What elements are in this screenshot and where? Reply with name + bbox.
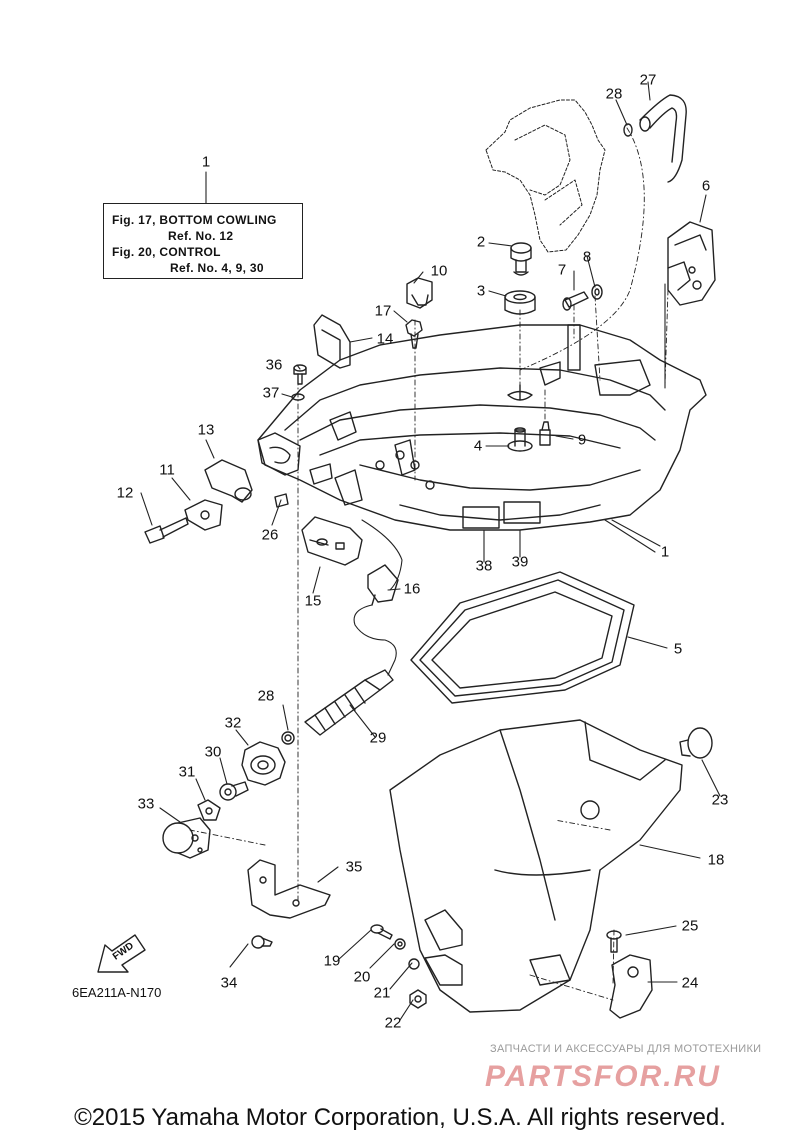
watermark-logo: PARTSFOR.RU xyxy=(485,1060,721,1093)
callout-10: 10 xyxy=(430,262,448,280)
callout-29: 29 xyxy=(369,729,387,747)
part-28-clip-top xyxy=(623,123,633,137)
callout-5: 5 xyxy=(673,640,683,658)
callout-7: 7 xyxy=(557,261,567,279)
part-36-screw xyxy=(293,364,307,385)
part-23-grommet xyxy=(679,727,713,759)
part-17-fastener xyxy=(405,319,423,349)
ref-line-3: Fig. 20, CONTROL xyxy=(112,245,221,259)
part-9-fitting xyxy=(539,421,551,446)
cable xyxy=(353,604,397,676)
part-10-plug xyxy=(406,277,433,309)
callout-16: 16 xyxy=(403,580,421,598)
part-29-cable-boot xyxy=(304,669,394,736)
callout-20: 20 xyxy=(353,968,371,986)
fwd-arrow-icon xyxy=(97,934,146,973)
part-14-clamp xyxy=(313,314,351,369)
callout-23: 23 xyxy=(711,791,729,809)
callout-35: 35 xyxy=(345,858,363,876)
part-21-washer xyxy=(408,958,420,970)
callout-1-right: 1 xyxy=(660,543,670,561)
part-4-fitting xyxy=(507,427,533,452)
callout-26: 26 xyxy=(261,526,279,544)
callout-9: 9 xyxy=(577,431,587,449)
callout-21: 21 xyxy=(373,984,391,1002)
callout-4: 4 xyxy=(473,437,483,455)
diagram-code: 6EA211A-N170 xyxy=(72,985,162,1000)
callout-33: 33 xyxy=(137,795,155,813)
part-20-washer xyxy=(394,938,406,950)
part-35-bracket xyxy=(247,859,331,919)
callout-28-top: 28 xyxy=(605,85,623,103)
part-7-bolt xyxy=(562,291,589,311)
part-11-plate xyxy=(184,499,223,531)
callout-34: 34 xyxy=(220,974,238,992)
part-25-screw xyxy=(606,930,622,953)
callout-32: 32 xyxy=(224,714,242,732)
part-37-washer xyxy=(291,393,305,401)
callout-6: 6 xyxy=(701,177,711,195)
part-13-bracket xyxy=(204,459,253,503)
ref-line-2: Ref. No. 12 xyxy=(168,229,234,243)
callout-25: 25 xyxy=(681,917,699,935)
callout-15: 15 xyxy=(304,592,322,610)
callout-19: 19 xyxy=(323,952,341,970)
part-19-screw xyxy=(370,924,393,940)
part-6-bracket xyxy=(667,221,716,306)
callout-2: 2 xyxy=(476,233,486,251)
reference-note-box: Fig. 17, BOTTOM COWLING Ref. No. 12 Fig.… xyxy=(103,203,303,279)
part-22-nut xyxy=(409,989,427,1009)
callout-28-mid: 28 xyxy=(257,687,275,705)
part-26-label xyxy=(274,493,289,508)
part-28-clip-mid xyxy=(281,731,295,745)
callout-38: 38 xyxy=(475,557,493,575)
part-30-bolt xyxy=(219,781,249,801)
callout-37: 37 xyxy=(262,384,280,402)
part-32-knob xyxy=(241,741,286,786)
copyright-notice: ©2015 Yamaha Motor Corporation, U.S.A. A… xyxy=(74,1104,726,1131)
callout-30: 30 xyxy=(204,743,222,761)
callout-8: 8 xyxy=(582,248,592,266)
watermark-text: ЗАПЧАСТИ И АКСЕССУАРЫ ДЛЯ МОТОТЕХНИКИ xyxy=(490,1043,762,1055)
ref-line-1: Fig. 17, BOTTOM COWLING xyxy=(112,213,277,227)
part-34-screw xyxy=(251,935,273,949)
callout-14: 14 xyxy=(376,330,394,348)
part-24-bracket xyxy=(609,954,653,1019)
part-3-grommet xyxy=(504,290,536,315)
part-8-washer xyxy=(591,284,603,300)
ref-line-4: Ref. No. 4, 9, 30 xyxy=(170,261,264,275)
part-5-gasket xyxy=(410,571,635,704)
part-12-bolt xyxy=(144,517,189,544)
engine-body xyxy=(485,99,606,253)
callout-22: 22 xyxy=(384,1014,402,1032)
callout-11: 11 xyxy=(159,461,175,479)
part-2-bolt xyxy=(510,242,532,276)
part-33-mount xyxy=(162,817,211,859)
callout-18: 18 xyxy=(707,851,725,869)
callout-17: 17 xyxy=(374,302,392,320)
callout-27: 27 xyxy=(639,71,657,89)
callout-31: 31 xyxy=(178,763,196,781)
part-31-bracket xyxy=(197,799,221,821)
callout-36: 36 xyxy=(265,356,283,374)
callout-3: 3 xyxy=(476,282,486,300)
callout-1-top: 1 xyxy=(201,153,211,171)
bottom-cowling xyxy=(257,324,707,531)
part-18-lower-cover xyxy=(389,719,683,1013)
callout-13: 13 xyxy=(197,421,215,439)
cable-upper xyxy=(361,519,403,591)
part-16-grommet xyxy=(367,564,399,606)
part-27-hose xyxy=(639,94,687,183)
callout-12: 12 xyxy=(116,484,134,502)
part-15-panel xyxy=(301,516,363,566)
callout-24: 24 xyxy=(681,974,699,992)
callout-39: 39 xyxy=(511,553,529,571)
